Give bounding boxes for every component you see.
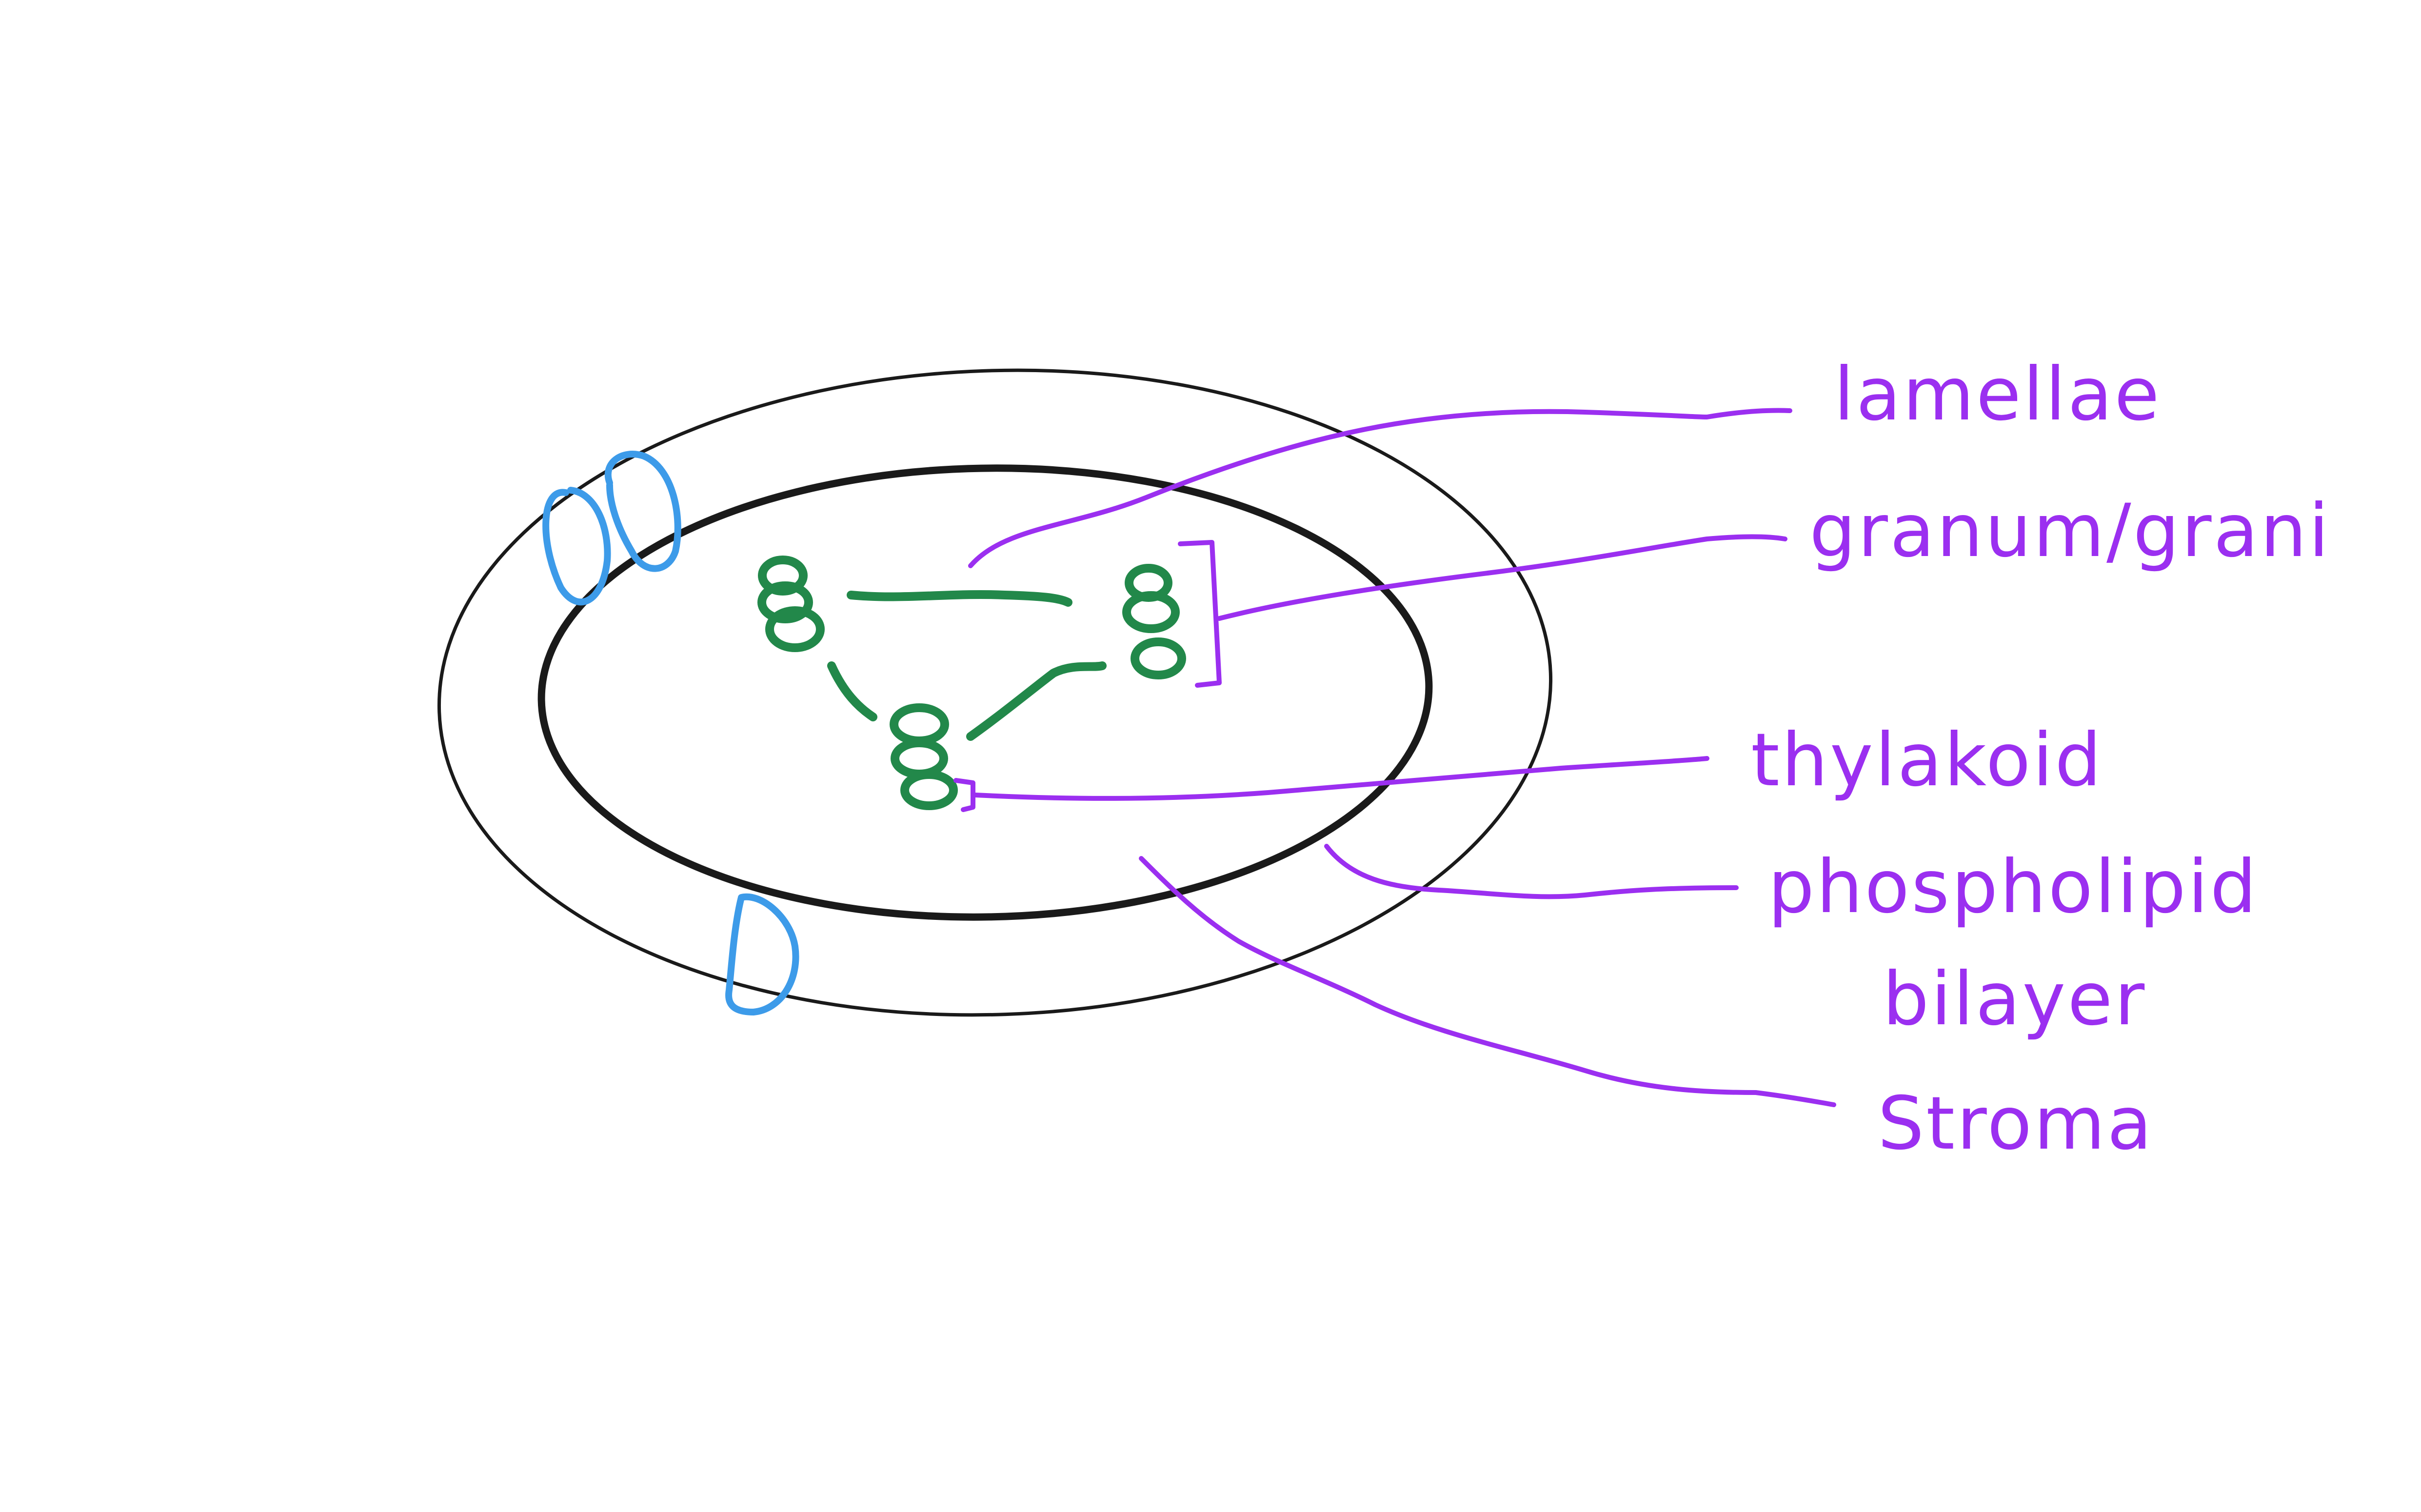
leader-phospholipid xyxy=(1324,844,1739,899)
label-bilayer: bilayer xyxy=(1883,957,2146,1042)
thylakoid-system xyxy=(757,556,1186,810)
pore-top-left-b xyxy=(604,451,681,572)
lamella-left xyxy=(827,661,877,721)
granum-right xyxy=(1122,564,1186,679)
label-granum: granum/grani xyxy=(1809,489,2331,574)
leader-lamellae xyxy=(968,408,1792,568)
thylakoid-bracket xyxy=(953,778,975,812)
outer-membrane xyxy=(437,368,1553,1017)
leader-stroma xyxy=(1139,856,1836,1107)
labels: lamellae granum/grani thylakoid phosphol… xyxy=(1751,352,2331,1166)
granum-bottom xyxy=(890,703,958,810)
pore-top-left-a xyxy=(542,487,611,606)
pore-bottom xyxy=(725,893,799,1015)
label-phospholipid: phospholipid xyxy=(1768,845,2259,930)
leader-thylakoid xyxy=(973,756,1709,801)
lamella-right xyxy=(966,661,1107,741)
leader-granum xyxy=(1217,534,1787,621)
lamella-top xyxy=(847,590,1072,607)
label-lamellae: lamellae xyxy=(1834,352,2162,437)
label-thylakoid: thylakoid xyxy=(1751,718,2103,803)
granum-left xyxy=(757,556,825,652)
brackets xyxy=(953,540,1222,812)
granum-bracket xyxy=(1178,540,1222,688)
label-stroma: Stroma xyxy=(1878,1081,2154,1166)
leader-lines xyxy=(968,408,1836,1107)
inner-membrane xyxy=(537,464,1433,921)
membrane-proteins xyxy=(542,451,799,1015)
